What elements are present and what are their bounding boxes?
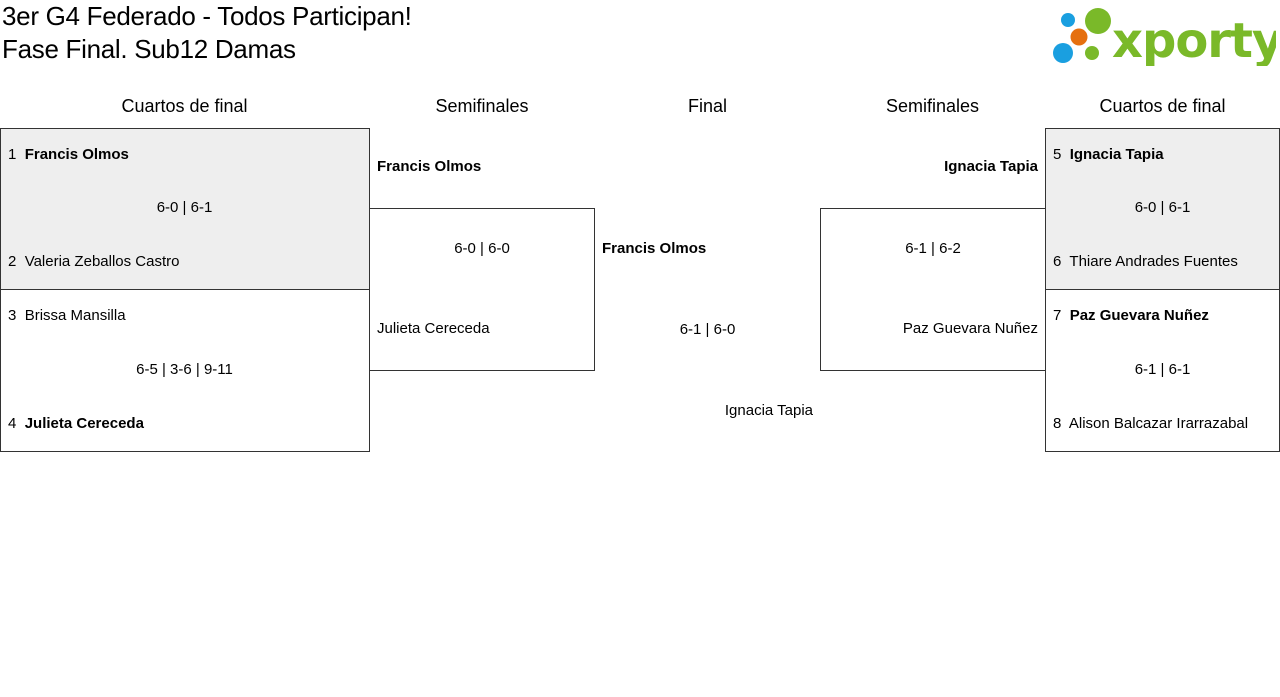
match-score: 6-1 | 6-2: [905, 240, 961, 257]
player-name: Ignacia Tapia: [1069, 146, 1164, 163]
match-qf3[interactable]: [1045, 128, 1280, 290]
player-name: Paz Guevara Nuñez: [1069, 307, 1209, 324]
seed: 5: [1053, 146, 1062, 163]
player-row: 3 Brissa Mansilla: [8, 307, 126, 324]
final-score: 6-1 | 6-0: [679, 321, 736, 338]
xporty-logo[interactable]: xporty: [1050, 4, 1280, 71]
player-row: 6 Thiare Andrades Fuentes: [1053, 253, 1238, 270]
seed: 8: [1053, 415, 1062, 432]
round-header-qf-right: Cuartos de final: [1099, 96, 1226, 116]
player-name: Francis Olmos: [24, 146, 129, 163]
seed: 4: [8, 415, 17, 432]
svg-text:xporty: xporty: [1112, 13, 1276, 66]
player-row: 5 Ignacia Tapia: [1053, 146, 1164, 163]
seed: 1: [8, 146, 17, 163]
tournament-title: 3er G4 Federado - Todos Participan!: [2, 1, 412, 31]
player-name: Francis Olmos: [377, 158, 482, 175]
match-score: 6-1 | 6-1: [1134, 361, 1191, 378]
player-row: 7 Paz Guevara Nuñez: [1053, 307, 1209, 324]
seed: 3: [8, 307, 17, 324]
match-score: 6-0 | 6-1: [1134, 199, 1191, 216]
phase-title: Fase Final. Sub12 Damas: [2, 34, 296, 64]
player-name: Thiare Andrades Fuentes: [1069, 253, 1238, 270]
player-name: Julieta Cereceda: [24, 415, 144, 432]
finalist-1: Francis Olmos: [602, 240, 707, 257]
player-name: Valeria Zeballos Castro: [24, 253, 180, 270]
match-sf-right[interactable]: [820, 208, 1046, 371]
player-row: 4 Julieta Cereceda: [8, 415, 144, 432]
match-sf-left[interactable]: [369, 208, 595, 371]
player-row: 1 Francis Olmos: [8, 146, 129, 163]
round-header-sf-right: Semifinales: [885, 96, 980, 116]
match-qf1[interactable]: [0, 128, 370, 290]
round-header-qf-left: Cuartos de final: [121, 96, 248, 116]
player-row: 8 Alison Balcazar Irarrazabal: [1053, 415, 1248, 432]
player-name: Alison Balcazar Irarrazabal: [1068, 415, 1249, 432]
match-score: 6-0 | 6-0: [454, 240, 510, 257]
round-header-sf-left: Semifinales: [435, 96, 529, 116]
match-score: 6-5 | 3-6 | 9-11: [136, 361, 233, 378]
player-name: Brissa Mansilla: [24, 307, 126, 324]
round-header-final: Final: [687, 96, 727, 116]
player-name: Julieta Cereceda: [377, 320, 490, 337]
player-name: Paz Guevara Nuñez: [902, 320, 1038, 337]
seed: 6: [1053, 253, 1062, 270]
seed: 2: [8, 253, 17, 270]
finalist-2: Ignacia Tapia: [724, 402, 813, 419]
player-row: 2 Valeria Zeballos Castro: [8, 253, 179, 270]
player-name: Ignacia Tapia: [944, 158, 1038, 175]
match-score: 6-0 | 6-1: [156, 199, 213, 216]
seed: 7: [1053, 307, 1062, 324]
